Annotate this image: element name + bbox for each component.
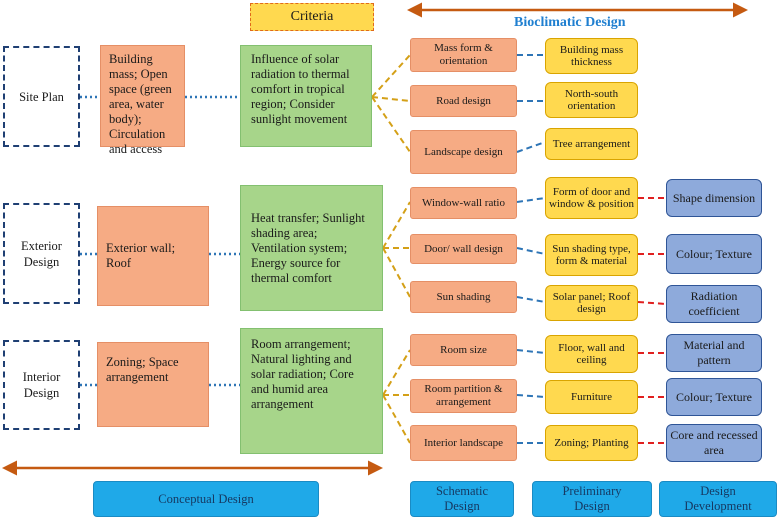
connector-schem6-prelim6 (516, 296, 546, 303)
development-material-pattern: Material and pattern (666, 334, 762, 372)
schematic-landscape-design: Landscape design (410, 130, 517, 174)
development-core-recessed-area-text: Core and recessed area (670, 428, 758, 457)
development-shape-dimension: Shape dimension (666, 179, 762, 217)
phase-schematic-design: Schematic Design (410, 481, 514, 517)
phase-conceptual-design: Conceptual Design (93, 481, 319, 517)
preliminary-door-window-form: Form of door and window & position (545, 177, 638, 219)
connector-criteria3-schem7 (382, 349, 411, 396)
concept-site: Building mass; Open space (green area, w… (100, 45, 185, 156)
criteria-interior: Room arrangement; Natural lighting and s… (240, 328, 383, 454)
criteria-interior-text: Room arrangement; Natural lighting and s… (251, 337, 354, 411)
preliminary-tree-arrangement-text: Tree arrangement (552, 137, 631, 150)
schematic-window-wall-ratio-text: Window-wall ratio (422, 196, 505, 209)
connector-schem3-prelim3 (516, 141, 546, 153)
schematic-landscape-design-text: Landscape design (424, 145, 503, 158)
preliminary-sun-shading-type: Sun shading type, form & material (545, 234, 638, 276)
schematic-mass-form-text: Mass form & orientation (434, 42, 493, 67)
connector-schem7-prelim7 (516, 349, 546, 354)
schematic-road-design-text: Road design (436, 94, 491, 107)
connector-criteria1-schem2 (371, 96, 411, 102)
development-radiation-coefficient-text: Radiation coefficient (688, 289, 740, 318)
development-material-pattern-text: Material and pattern (683, 338, 745, 367)
preliminary-north-south-orientation-text: North-south orientation (564, 87, 619, 113)
schematic-road-design: Road design (410, 85, 517, 117)
schematic-room-partition-text: Room partition & arrangement (424, 383, 503, 408)
schematic-sun-shading: Sun shading (410, 281, 517, 313)
criteria-site: Influence of solar radiation to thermal … (240, 45, 372, 147)
criteria-label: Criteria (250, 3, 374, 31)
connector-criteria1-schem1 (371, 54, 411, 98)
development-shape-dimension-text: Shape dimension (672, 190, 756, 205)
bioclimatic-design-label: Bioclimatic Design (514, 15, 626, 30)
concept-exterior: Exterior wall; Roof (97, 206, 209, 306)
connector-criteria2-schem4 (382, 201, 411, 249)
schematic-door-wall-design: Door/ wall design (410, 234, 517, 264)
connector-schem8-prelim8 (516, 394, 546, 398)
concept-interior: Zoning; Space arrangement (97, 342, 209, 427)
preliminary-zoning-planting: Zoning; Planting (545, 425, 638, 461)
schematic-room-size: Room size (410, 334, 517, 366)
concept-interior-text: Zoning; Space arrangement (106, 355, 179, 384)
preliminary-floor-wall-ceiling-text: Floor, wall and ceiling (558, 341, 625, 367)
development-radiation-coefficient: Radiation coefficient (666, 285, 762, 323)
development-colour-texture-2: Colour; Texture (666, 378, 762, 416)
schematic-sun-shading-text: Sun shading (436, 290, 491, 303)
preliminary-zoning-planting-text: Zoning; Planting (554, 436, 629, 449)
preliminary-north-south-orientation: North-south orientation (545, 82, 638, 118)
preliminary-tree-arrangement: Tree arrangement (545, 128, 638, 160)
level-site-plan: Site Plan (3, 46, 80, 147)
preliminary-building-mass-thickness-text: Building mass thickness (559, 43, 624, 69)
schematic-interior-landscape: Interior landscape (410, 425, 517, 461)
schematic-room-partition: Room partition & arrangement (410, 379, 517, 413)
preliminary-building-mass-thickness: Building mass thickness (545, 38, 638, 74)
schematic-window-wall-ratio: Window-wall ratio (410, 187, 517, 219)
schematic-interior-landscape-text: Interior landscape (423, 436, 504, 449)
schematic-door-wall-design-text: Door/ wall design (424, 242, 503, 255)
connector-prelim6-dev3 (637, 301, 667, 305)
level-exterior-design: Exterior Design (3, 203, 80, 304)
connector-criteria3-schem9 (382, 394, 411, 444)
phase-schematic-design-text: Schematic Design (435, 484, 489, 513)
criteria-exterior-text: Heat transfer; Sunlight shading area; Ve… (251, 210, 365, 285)
development-colour-texture-1: Colour; Texture (666, 234, 762, 274)
concept-site-text: Building mass; Open space (green area, w… (109, 52, 172, 156)
phase-design-development-text: Design Development (684, 484, 752, 513)
development-colour-texture-1-text: Colour; Texture (676, 246, 752, 261)
phase-preliminary-design: Preliminary Design (532, 481, 652, 517)
connector-criteria1-schem3 (371, 96, 411, 153)
preliminary-furniture-text: Furniture (571, 390, 612, 403)
connector-criteria2-schem6 (382, 247, 411, 298)
concept-exterior-text: Exterior wall; Roof (106, 241, 176, 270)
criteria-exterior: Heat transfer; Sunlight shading area; Ve… (240, 185, 383, 311)
phase-design-development: Design Development (659, 481, 777, 517)
phase-preliminary-design-text: Preliminary Design (562, 484, 622, 513)
preliminary-floor-wall-ceiling: Floor, wall and ceiling (545, 335, 638, 373)
level-interior-design: Interior Design (3, 340, 80, 430)
connector-schem4-prelim4 (516, 197, 546, 203)
schematic-mass-form: Mass form & orientation (410, 38, 517, 72)
preliminary-solar-panel: Solar panel; Roof design (545, 285, 638, 321)
development-core-recessed-area: Core and recessed area (666, 424, 762, 462)
schematic-room-size-text: Room size (440, 343, 487, 356)
connector-schem5-prelim5 (516, 247, 546, 255)
preliminary-sun-shading-type-text: Sun shading type, form & material (552, 242, 631, 268)
preliminary-solar-panel-text: Solar panel; Roof design (552, 290, 631, 316)
criteria-site-text: Influence of solar radiation to thermal … (251, 52, 350, 126)
preliminary-furniture: Furniture (545, 380, 638, 414)
preliminary-door-window-form-text: Form of door and window & position (549, 185, 634, 211)
development-colour-texture-2-text: Colour; Texture (676, 389, 752, 404)
